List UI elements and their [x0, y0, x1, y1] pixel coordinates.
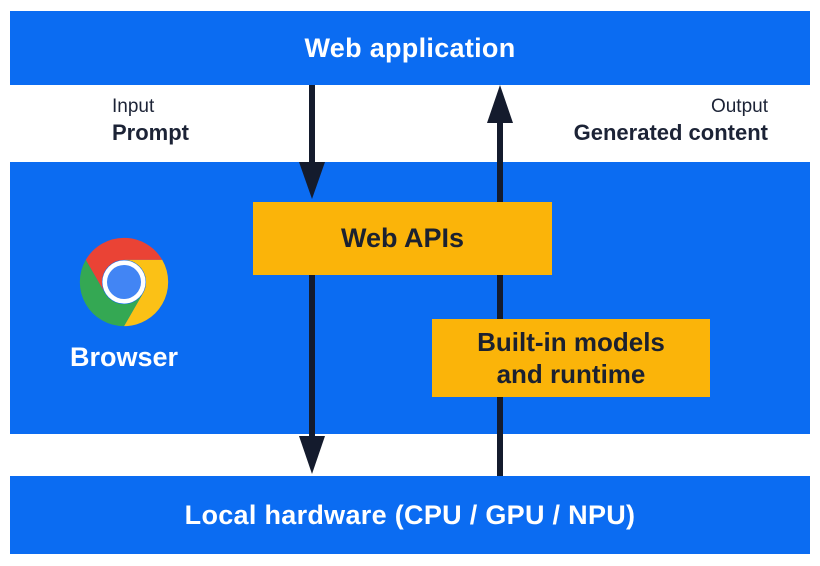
builtin-models-label-line2: and runtime	[496, 359, 646, 389]
builtin-models-box: Built-in models and runtime	[432, 319, 710, 397]
chrome-green-segment	[79, 259, 144, 327]
output-label: Generated content	[573, 120, 768, 145]
chrome-red-segment	[85, 237, 163, 294]
chrome-logo-svg	[79, 237, 169, 327]
web-apis-box: Web APIs	[253, 202, 552, 275]
browser-label: Browser	[69, 342, 179, 372]
chrome-yellow-segment	[124, 259, 169, 327]
chrome-logo-icon	[78, 236, 170, 328]
input-caption: Input	[112, 96, 155, 117]
web-application-label: Web application	[304, 32, 516, 63]
output-caption: Output	[710, 96, 768, 117]
local-hardware-layer: Local hardware (CPU / GPU / NPU)	[10, 476, 810, 554]
output-caption-block: Output Generated content	[574, 95, 768, 147]
web-apis-label: Web APIs	[340, 223, 465, 253]
local-hardware-label: Local hardware (CPU / GPU / NPU)	[184, 499, 636, 530]
down-arrowhead-2-icon	[299, 436, 325, 474]
input-label: Prompt	[112, 120, 189, 145]
down-arrow-segment-1	[309, 85, 315, 167]
up-arrowhead-icon	[487, 85, 513, 123]
web-application-layer: Web application	[10, 11, 810, 85]
chrome-blue-center	[106, 264, 142, 300]
input-caption-block: Input Prompt	[112, 95, 189, 147]
builtin-models-label-line1: Built-in models	[477, 327, 665, 357]
